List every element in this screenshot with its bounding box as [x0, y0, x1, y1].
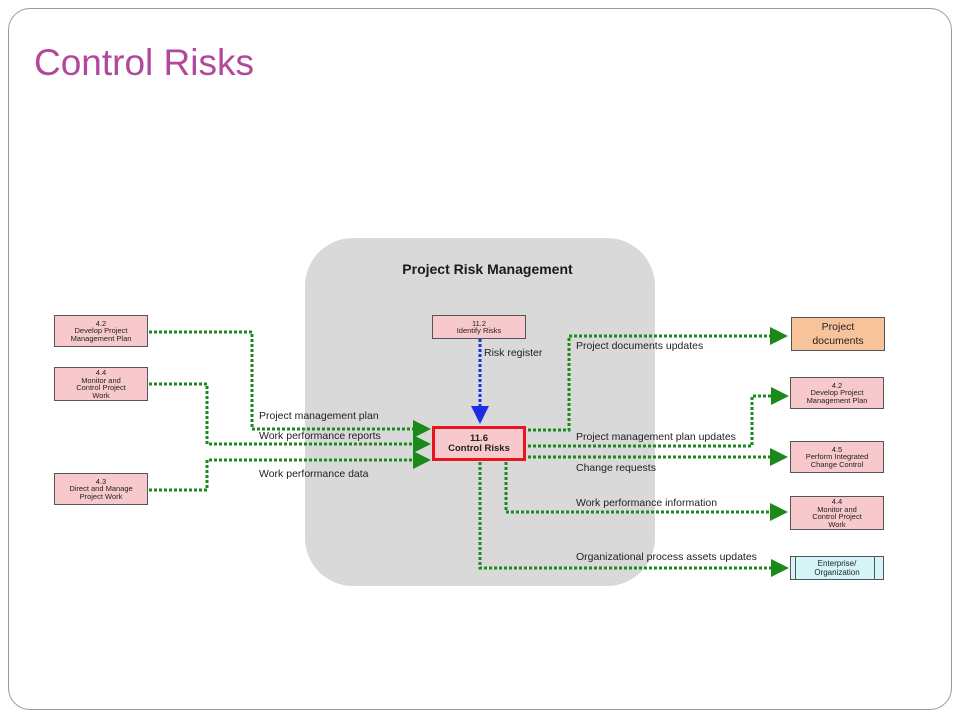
- process-name: Control Risks: [448, 442, 510, 454]
- label-pm-plan: Project management plan: [259, 410, 379, 422]
- process-name-line: Control Project: [812, 512, 862, 521]
- label-project-docs-updates: Project documents updates: [576, 340, 704, 352]
- output-process-4-4: 4.4 Monitor and Control Project Work: [790, 496, 884, 530]
- process-number: 4.4: [95, 368, 107, 377]
- control-risks-process: 11.6 Control Risks: [432, 426, 526, 461]
- process-name-line: Monitor and: [81, 375, 121, 385]
- flow-pm-plan: [149, 330, 431, 438]
- label-pm-plan-updates: Project management plan updates: [576, 431, 736, 443]
- flow-project-docs-updates: [528, 327, 788, 432]
- input-process-4-2: 4.2 Develop Project Management Plan: [54, 315, 148, 347]
- flow-work-perf-reports: [149, 382, 431, 453]
- label-risk-register: Risk register: [484, 347, 543, 359]
- process-number: 11.6: [470, 432, 488, 444]
- process-name-line: Management Plan: [806, 395, 868, 405]
- process-number: 4.2: [95, 318, 107, 328]
- process-number: 4.4: [831, 497, 843, 506]
- label-change-requests: Change requests: [576, 462, 656, 474]
- output-process-4-5: 4.5 Perform Integrated Change Control: [790, 441, 884, 473]
- documents-label-line: Project: [821, 321, 855, 333]
- process-number: 4.2: [831, 380, 843, 390]
- process-name-line: Control Project: [76, 383, 126, 392]
- project-documents-box: Project documents: [791, 317, 885, 351]
- flow-work-perf-data: [149, 451, 431, 492]
- identify-risks-process: 11.2 Identify Risks: [432, 315, 526, 339]
- process-name-line: Change Control: [810, 459, 864, 469]
- enterprise-organization-box: Enterprise/ Organization: [790, 556, 884, 580]
- enterprise-bar: [795, 557, 796, 579]
- input-process-4-3: 4.3 Direct and Manage Project Work: [54, 473, 148, 505]
- process-name-line: Perform Integrated: [805, 452, 869, 462]
- process-number: 4.5: [831, 444, 843, 454]
- process-name-line: Develop Project: [74, 326, 128, 336]
- flow-pm-plan-updates: [528, 387, 789, 448]
- label-opa-updates: Organizational process assets updates: [576, 551, 757, 563]
- group-title: Project Risk Management: [402, 261, 573, 277]
- process-number: 4.3: [95, 476, 107, 486]
- process-name: Identify Risks: [456, 326, 502, 335]
- process-name-line: Work: [92, 390, 110, 400]
- process-number: 11.2: [471, 318, 487, 328]
- process-name-line: Management Plan: [70, 333, 132, 343]
- enterprise-bar: [874, 557, 875, 579]
- enterprise-label-line: Organization: [814, 568, 860, 577]
- enterprise-label-line: Enterprise/: [817, 559, 857, 568]
- slide-title: Control Risks: [34, 42, 254, 83]
- process-name-line: Direct and Manage: [69, 484, 133, 494]
- process-name-line: Project Work: [79, 491, 123, 501]
- documents-label-line: documents: [812, 335, 864, 347]
- input-process-4-4: 4.4 Monitor and Control Project Work: [54, 367, 148, 401]
- label-work-perf-reports: Work performance reports: [259, 430, 381, 442]
- output-process-4-2: 4.2 Develop Project Management Plan: [790, 377, 884, 409]
- process-name-line: Develop Project: [810, 388, 864, 398]
- flow-opa-updates: [478, 462, 789, 577]
- process-name-line: Monitor and: [817, 504, 857, 514]
- flow-work-perf-info: [504, 462, 788, 521]
- label-work-perf-data: Work performance data: [259, 468, 369, 480]
- process-name-line: Work: [828, 519, 846, 529]
- label-work-perf-info: Work performance information: [576, 497, 718, 509]
